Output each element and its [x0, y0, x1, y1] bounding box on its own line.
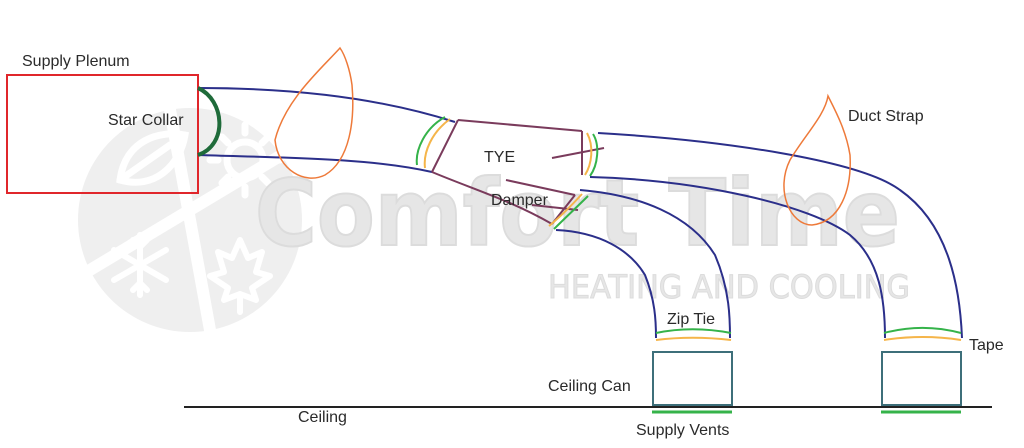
duct-strap-main [274, 46, 354, 179]
label-supply-vents: Supply Vents [636, 422, 729, 439]
label-zip-tie: Zip Tie [667, 311, 715, 328]
right-can-tape [883, 336, 962, 341]
watermark: Comfort Time HEATING AND COOLING [78, 104, 911, 336]
damper-handle [531, 204, 579, 211]
supply-plenum-box [6, 74, 199, 194]
divider-cross [84, 104, 296, 336]
left-branch-duct-bottom [555, 229, 657, 339]
main-duct-bottom [197, 154, 433, 173]
tye-inlet-tie [415, 116, 446, 166]
right-ceiling-can [881, 351, 962, 406]
label-tye: TYE [484, 149, 515, 166]
right-branch-duct-top [597, 132, 963, 339]
tye-damper-handle [551, 147, 605, 159]
watermark-brand: Comfort Time [255, 160, 900, 267]
right-can-zip-tie [883, 326, 962, 334]
duct-strap-right [783, 93, 851, 226]
label-star-collar: Star Collar [108, 112, 184, 129]
left-ceiling-can [652, 351, 733, 406]
tye-outlet-lower-tape [548, 193, 583, 227]
right-branch-duct-bottom [589, 176, 886, 339]
leaf-icon [116, 130, 190, 186]
tye-outlet-lower-tie [553, 195, 589, 230]
tye-inlet-tape [423, 118, 451, 169]
label-supply-plenum: Supply Plenum [22, 53, 130, 70]
label-duct-strap: Duct Strap [848, 108, 924, 125]
tye-outlet-upper-tie [589, 133, 599, 177]
maple-leaf-icon [207, 237, 273, 315]
label-tape: Tape [969, 337, 1004, 354]
snowflake-icon [111, 232, 169, 298]
label-damper: Damper [491, 192, 549, 209]
left-can-tape [655, 336, 732, 341]
left-can-zip-tie [655, 328, 732, 334]
watermark-tagline: HEATING AND COOLING [548, 268, 910, 306]
label-ceiling-can: Ceiling Can [548, 378, 631, 395]
left-branch-duct-top [579, 189, 731, 339]
tye-outlet-upper-tape [584, 132, 593, 176]
main-duct-top [197, 87, 456, 123]
star-collar [197, 86, 222, 157]
label-ceiling: Ceiling [298, 409, 347, 426]
